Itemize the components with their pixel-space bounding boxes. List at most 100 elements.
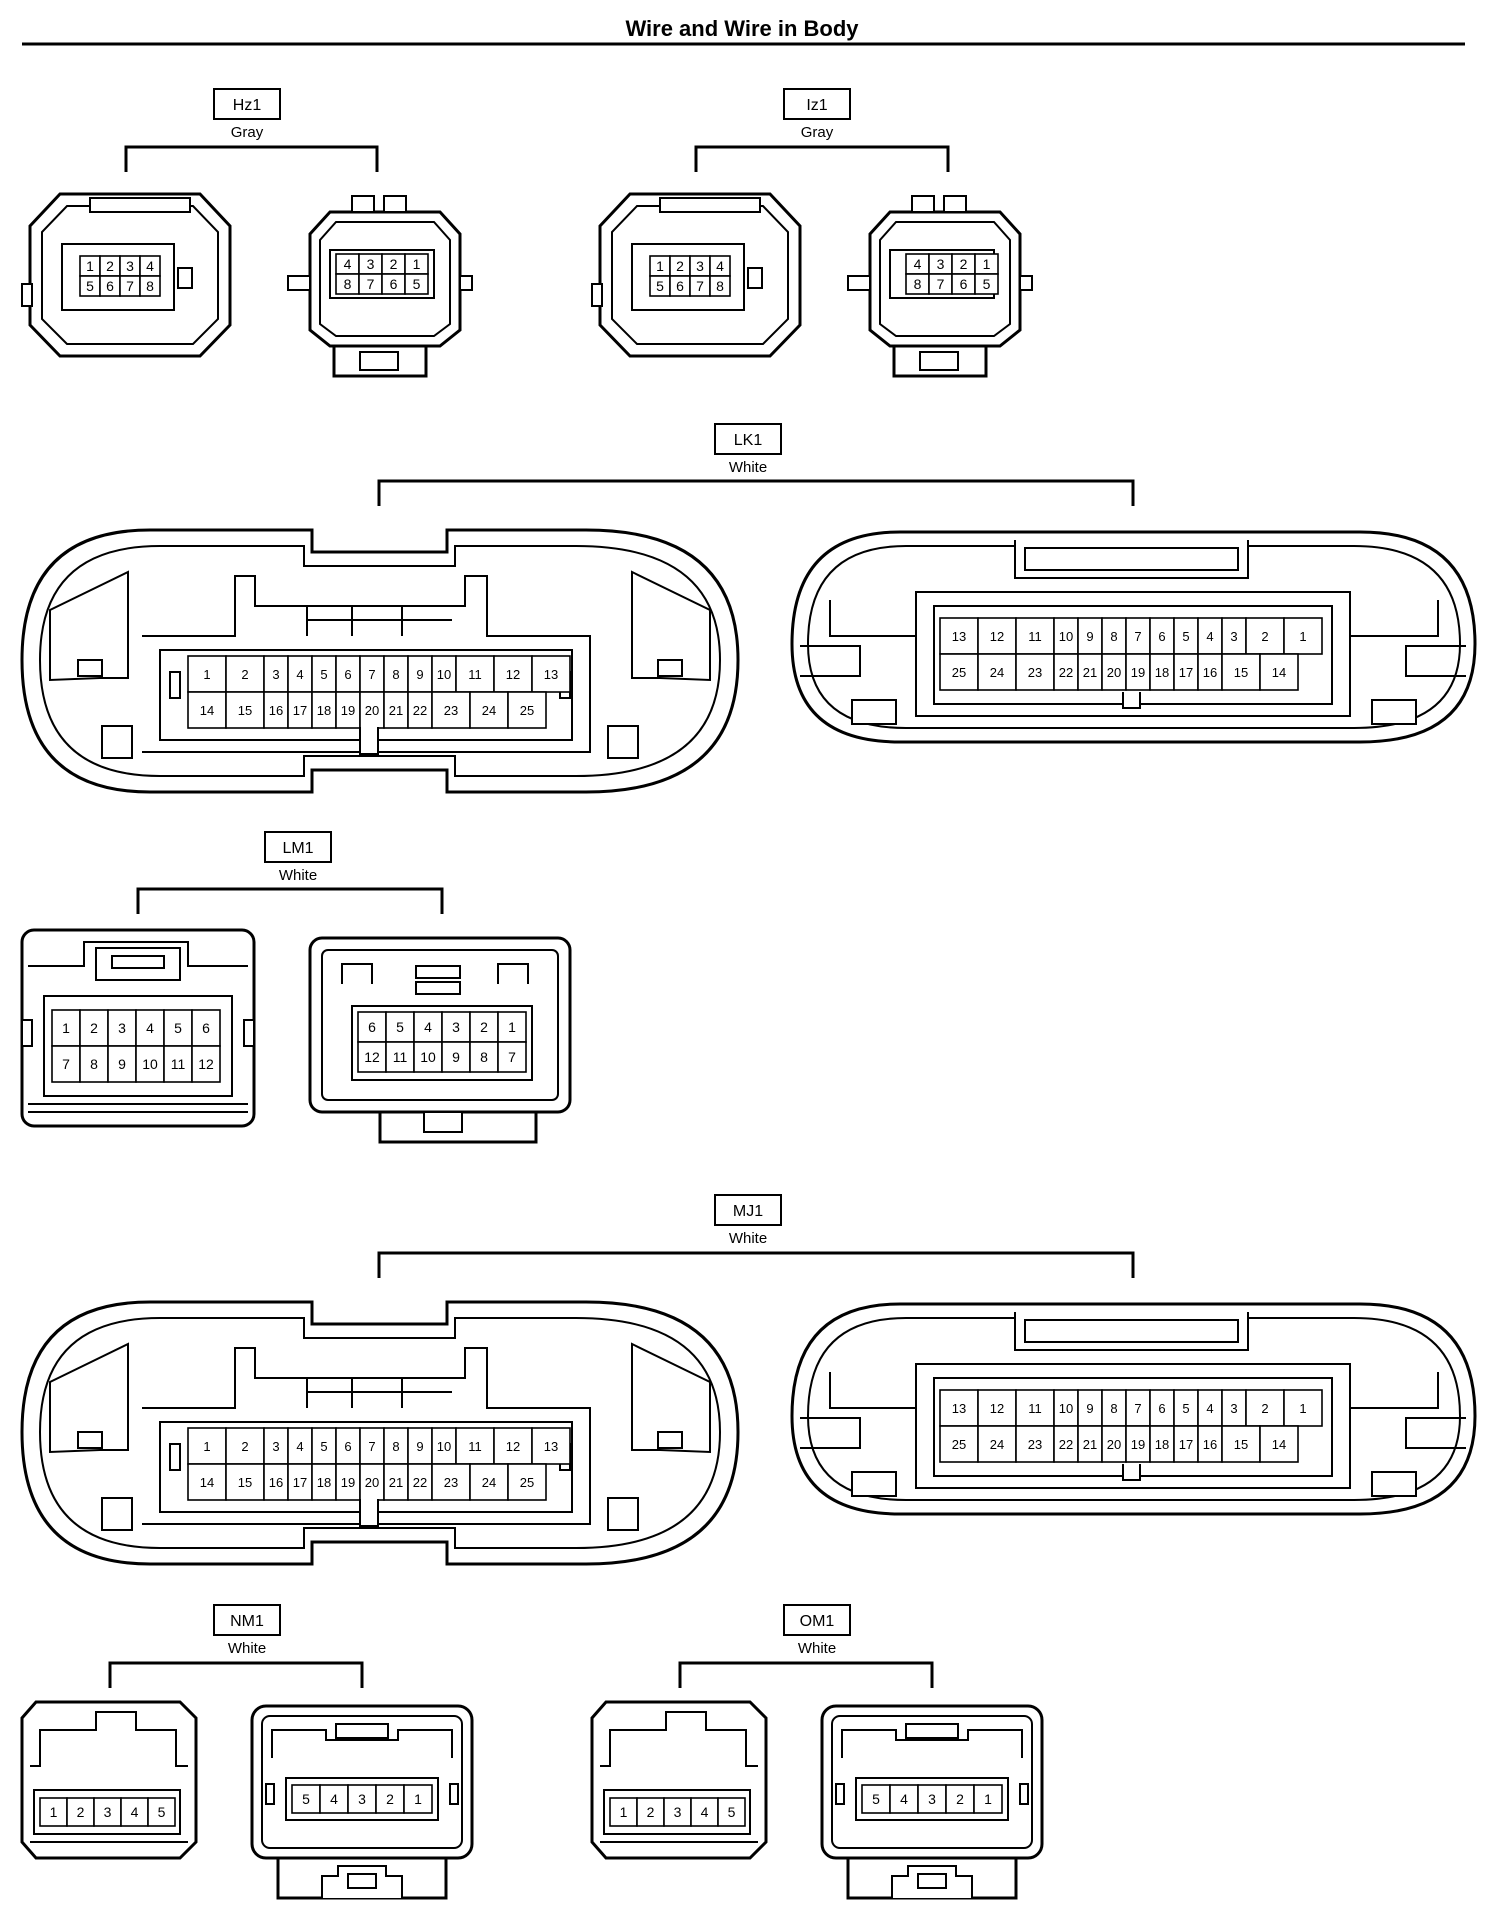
pin-number: 17 — [1179, 1437, 1193, 1452]
pin-number: 4 — [146, 258, 154, 274]
pin-number: 9 — [452, 1049, 460, 1065]
pin-cell — [1077, 653, 1103, 691]
pin-number: 2 — [106, 258, 114, 274]
pin-number: 4 — [330, 1791, 338, 1807]
pin-cell — [375, 1784, 405, 1814]
pin-number: 13 — [544, 667, 558, 682]
pin-cell — [1125, 1425, 1151, 1463]
pin-number: 1 — [414, 1791, 422, 1807]
connector-tag-box — [714, 1194, 782, 1226]
pair-bracket — [108, 1661, 364, 1688]
pin-number: 1 — [656, 258, 664, 274]
pin-number: 9 — [1086, 1401, 1093, 1416]
pin-number: 15 — [238, 703, 252, 718]
pin-cell — [431, 1463, 471, 1501]
pin-number: 4 — [424, 1019, 432, 1035]
pin-cell — [93, 1797, 122, 1827]
pin-number: 2 — [386, 1791, 394, 1807]
pin-number: 14 — [1272, 665, 1286, 680]
pin-number: 4 — [296, 1439, 303, 1454]
pin-number: 3 — [1230, 1401, 1237, 1416]
pin-cell — [939, 1389, 979, 1427]
pin-number: 8 — [716, 278, 724, 294]
pin-number: 3 — [272, 1439, 279, 1454]
pin-cell — [407, 1427, 433, 1465]
pin-cell — [1283, 1389, 1323, 1427]
pin-number: 14 — [200, 1475, 214, 1490]
pin-number: 8 — [146, 278, 154, 294]
pin-cell — [1221, 1425, 1261, 1463]
pin-number: 1 — [413, 256, 421, 272]
pin-number: 3 — [937, 256, 945, 272]
pin-cell — [120, 1797, 149, 1827]
pin-cell — [531, 1427, 571, 1465]
connector-tag-box — [783, 88, 851, 120]
pin-cell — [717, 1797, 746, 1827]
pin-cell — [287, 691, 313, 729]
connector-tag-box — [714, 423, 782, 455]
pin-number: 16 — [269, 703, 283, 718]
pin-number: 2 — [647, 1804, 655, 1820]
pin-number: 6 — [344, 667, 351, 682]
pin-number: 1 — [50, 1804, 58, 1820]
pin-number: 2 — [956, 1791, 964, 1807]
pin-cell — [1125, 653, 1151, 691]
pin-number: 18 — [317, 1475, 331, 1490]
pin-cell — [107, 1045, 137, 1083]
pin-cell — [861, 1784, 891, 1814]
pin-number: 7 — [368, 1439, 375, 1454]
pin-cell — [507, 1463, 547, 1501]
pin-cell — [709, 275, 731, 297]
pin-number: 2 — [676, 258, 684, 274]
pin-number: 7 — [937, 276, 945, 292]
pin-number: 7 — [508, 1049, 516, 1065]
pin-cell — [404, 273, 429, 295]
pin-number: 25 — [952, 1437, 966, 1452]
pin-number: 18 — [1155, 1437, 1169, 1452]
pin-number: 5 — [656, 278, 664, 294]
pin-number: 24 — [482, 703, 496, 718]
pin-cell — [469, 1041, 499, 1073]
pin-cell — [1259, 653, 1299, 691]
pin-cell — [497, 1041, 527, 1073]
pin-cell — [469, 1463, 509, 1501]
pin-cell — [163, 1045, 193, 1083]
pin-number: 3 — [452, 1019, 460, 1035]
pin-number: 1 — [983, 256, 991, 272]
pin-number: 1 — [203, 667, 210, 682]
pin-number: 13 — [544, 1439, 558, 1454]
pin-number: 8 — [392, 667, 399, 682]
connector-color: White — [228, 1640, 266, 1657]
pin-cell — [225, 691, 265, 729]
connector-color: White — [729, 459, 767, 476]
pin-number: 21 — [1083, 665, 1097, 680]
pin-number: 19 — [341, 1475, 355, 1490]
pin-number: 15 — [1234, 665, 1248, 680]
pin-number: 9 — [118, 1056, 126, 1072]
pin-number: 11 — [1028, 1401, 1042, 1416]
pin-cell — [51, 1045, 81, 1083]
pin-number: 5 — [158, 1804, 166, 1820]
pin-number: 13 — [952, 1401, 966, 1416]
pin-number: 7 — [1134, 629, 1141, 644]
pin-cell — [431, 655, 457, 693]
pin-number: 14 — [200, 703, 214, 718]
pin-number: 6 — [368, 1019, 376, 1035]
pin-number: 11 — [1028, 629, 1042, 644]
pin-number: 2 — [90, 1020, 98, 1036]
pin-number: 2 — [1261, 1401, 1268, 1416]
pin-number: 4 — [701, 1804, 709, 1820]
pin-number: 1 — [86, 258, 94, 274]
pin-number: 11 — [468, 667, 482, 682]
pin-cell — [383, 655, 409, 693]
pin-number: 8 — [344, 276, 352, 292]
pin-number: 5 — [872, 1791, 880, 1807]
pin-number: 22 — [413, 703, 427, 718]
pin-number: 4 — [716, 258, 724, 274]
pin-number: 23 — [1028, 1437, 1042, 1452]
